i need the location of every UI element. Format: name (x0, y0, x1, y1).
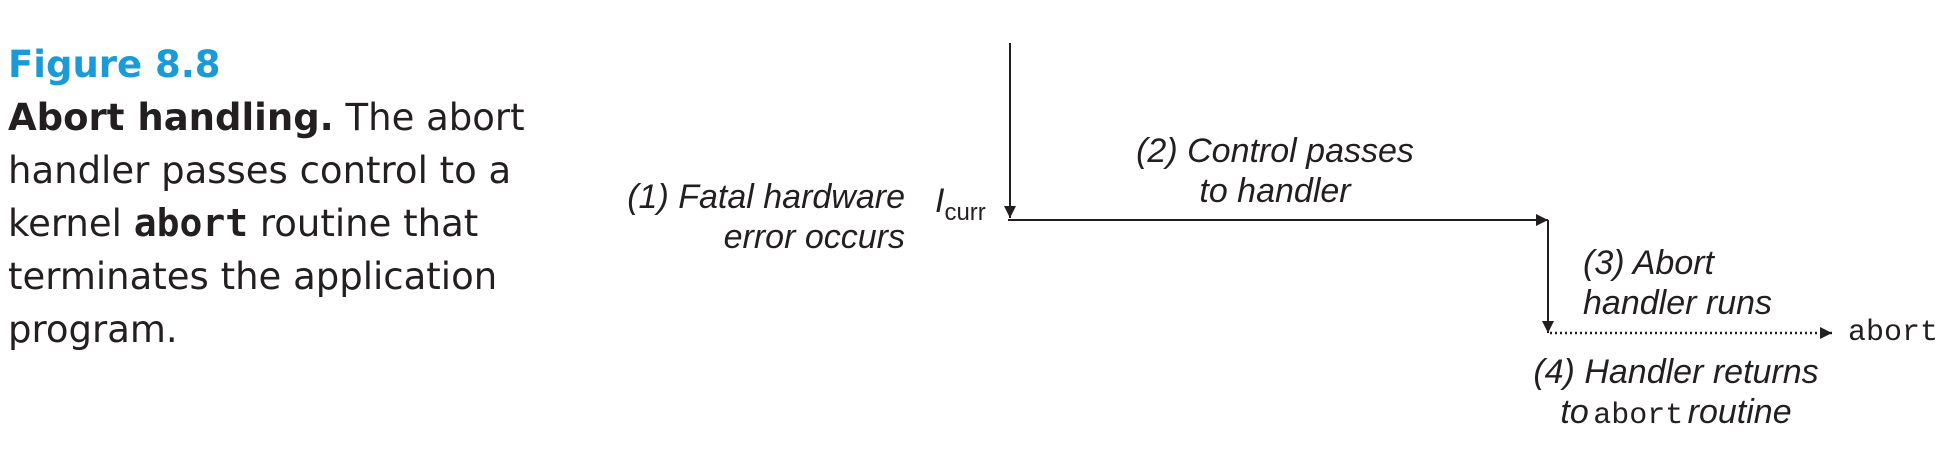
step4-suffix: routine (1688, 393, 1792, 431)
step2-label-line2: to handler (1199, 172, 1352, 210)
figure-title: Abort handling. (8, 96, 334, 139)
figure-caption: Figure 8.8 Abort handling. The abort han… (8, 38, 528, 356)
step4-prefix: to (1560, 393, 1588, 431)
step3-label-line1: (3) Abort (1583, 244, 1716, 282)
caption-body: Abort handling. The abort handler passes… (8, 91, 528, 356)
step3-label-line2: handler runs (1583, 284, 1772, 322)
caption-text-after-code: routine that terminates the application … (8, 202, 498, 351)
step1-label-line2: error occurs (724, 218, 905, 256)
step2-label-line1: (2) Control passes (1136, 132, 1414, 170)
caption-code: abort (133, 201, 249, 245)
abort-routine-label: abort (1848, 316, 1938, 350)
instruction-base: I (935, 182, 945, 220)
step4-label-line1: (4) Handler returns (1533, 353, 1818, 391)
step1-label-line1: (1) Fatal hardware (627, 178, 905, 216)
figure-number: Figure 8.8 (8, 43, 221, 86)
step4-label-line2: to abort routine (1560, 393, 1791, 433)
step4-code: abort (1593, 399, 1683, 433)
instruction-subscript: curr (944, 199, 985, 226)
instruction-label: Icurr (935, 182, 986, 226)
caption-text-before-code: The abort handler passes control to a ke… (8, 96, 525, 245)
